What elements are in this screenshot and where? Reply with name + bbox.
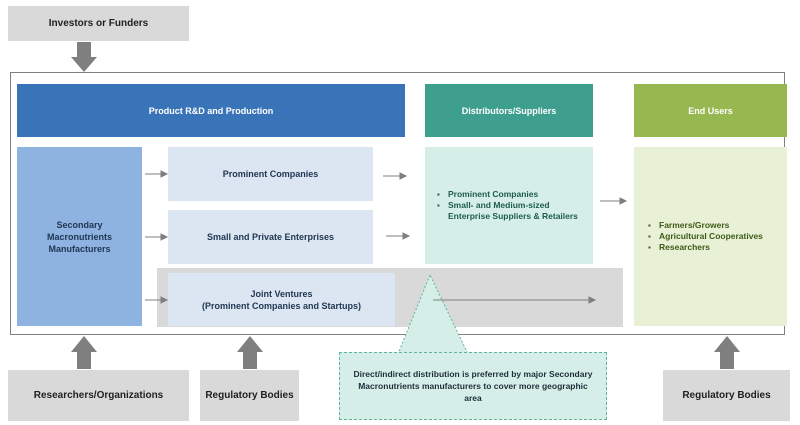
- arrow-to-prominent-icon: [145, 170, 169, 178]
- small-private-enterprises-label: Small and Private Enterprises: [206, 232, 335, 242]
- arrow-prominent-to-dist-icon: [383, 172, 408, 180]
- distributor-item: Small- and Medium-sized Enterprise Suppl…: [437, 200, 593, 222]
- arrow-to-small-icon: [145, 233, 169, 241]
- prominent-companies-label: Prominent Companies: [222, 169, 319, 179]
- end-user-item: Farmers/Growers: [648, 220, 763, 231]
- manufacturers-label: Secondary Macronutrients Manufacturers: [46, 219, 112, 254]
- distributor-item: Prominent Companies: [437, 189, 593, 200]
- small-private-enterprises-box: Small and Private Enterprises: [168, 210, 373, 264]
- regulatory-bodies-right-label: Regulatory Bodies: [682, 389, 771, 401]
- arrow-dist-to-end-icon: [600, 197, 628, 205]
- joint-ventures-sublabel: (Prominent Companies and Startups): [201, 300, 362, 311]
- arrow-to-jv-icon: [145, 296, 169, 304]
- end-user-item: Researchers: [648, 242, 763, 253]
- distributors-header-label: Distributors/Suppliers: [461, 105, 557, 116]
- researchers-label: Researchers/Organizations: [33, 389, 164, 401]
- distributors-box: Prominent Companies Small- and Medium-si…: [425, 147, 593, 264]
- rd-header: Product R&D and Production: [17, 84, 405, 137]
- distributors-list: Prominent Companies Small- and Medium-si…: [437, 189, 593, 222]
- end-users-header: End Users: [634, 84, 787, 137]
- joint-ventures-box: Joint Ventures (Prominent Companies and …: [168, 273, 395, 326]
- regulatory-right-up-arrow-icon: [714, 336, 740, 369]
- end-user-item: Agricultural Cooperatives: [648, 231, 763, 242]
- rd-header-label: Product R&D and Production: [148, 105, 274, 116]
- end-users-header-label: End Users: [688, 105, 733, 116]
- joint-ventures-label: Joint Ventures: [250, 288, 313, 299]
- end-users-box: Farmers/Growers Agricultural Cooperative…: [634, 147, 787, 326]
- investors-box: Investors or Funders: [8, 6, 189, 41]
- regulatory-left-up-arrow-icon: [237, 336, 263, 369]
- regulatory-bodies-left-box: Regulatory Bodies: [200, 370, 299, 421]
- researchers-box: Researchers/Organizations: [8, 370, 189, 421]
- distribution-callout-text: Direct/indirect distribution is preferre…: [353, 369, 593, 403]
- prominent-companies-box: Prominent Companies: [168, 147, 373, 201]
- distributors-header: Distributors/Suppliers: [425, 84, 593, 137]
- researchers-up-arrow-icon: [71, 336, 97, 369]
- investors-down-arrow-icon: [71, 42, 97, 72]
- regulatory-bodies-right-box: Regulatory Bodies: [663, 370, 790, 421]
- manufacturers-box: Secondary Macronutrients Manufacturers: [17, 147, 142, 326]
- investors-label: Investors or Funders: [48, 17, 149, 29]
- callout-pointer: [397, 273, 469, 355]
- arrow-small-to-dist-icon: [386, 232, 411, 240]
- distribution-callout: Direct/indirect distribution is preferre…: [339, 352, 607, 420]
- regulatory-bodies-left-label: Regulatory Bodies: [205, 389, 294, 401]
- end-users-list: Farmers/Growers Agricultural Cooperative…: [648, 220, 763, 253]
- arrow-jv-to-end-icon: [433, 296, 597, 304]
